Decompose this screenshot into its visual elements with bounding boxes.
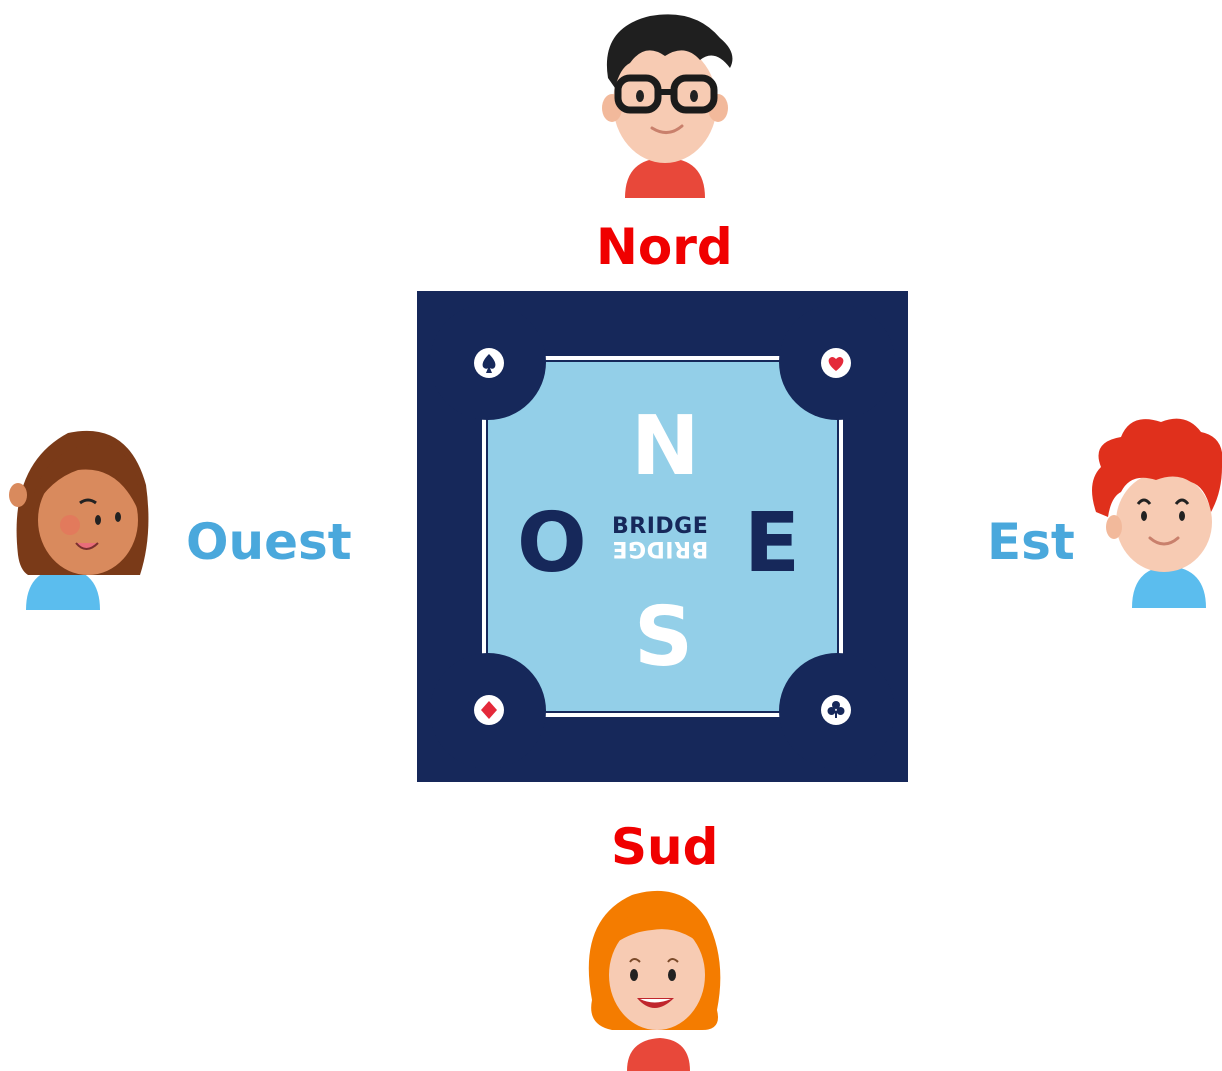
board-letter-east: E	[744, 496, 801, 591]
board-brand: BRIDGE	[612, 514, 709, 539]
board-letter-south: S	[634, 590, 694, 685]
board-letter-west: O	[517, 496, 587, 591]
west-label: Ouest	[186, 513, 352, 571]
east-label: Est	[987, 513, 1075, 571]
west-player-avatar	[9, 430, 149, 610]
spade-icon	[474, 348, 504, 378]
north-label: Nord	[596, 218, 733, 276]
south-label: Sud	[611, 818, 719, 876]
south-player-avatar	[588, 890, 721, 1071]
east-player-avatar	[1092, 418, 1222, 608]
bridge-board	[417, 291, 908, 782]
club-icon	[821, 695, 851, 725]
diamond-icon	[474, 695, 504, 725]
north-player-avatar	[602, 14, 733, 198]
board-letter-north: N	[631, 399, 700, 494]
heart-icon	[821, 348, 851, 378]
board-brand-mirrored: BRIDGE	[612, 536, 709, 561]
